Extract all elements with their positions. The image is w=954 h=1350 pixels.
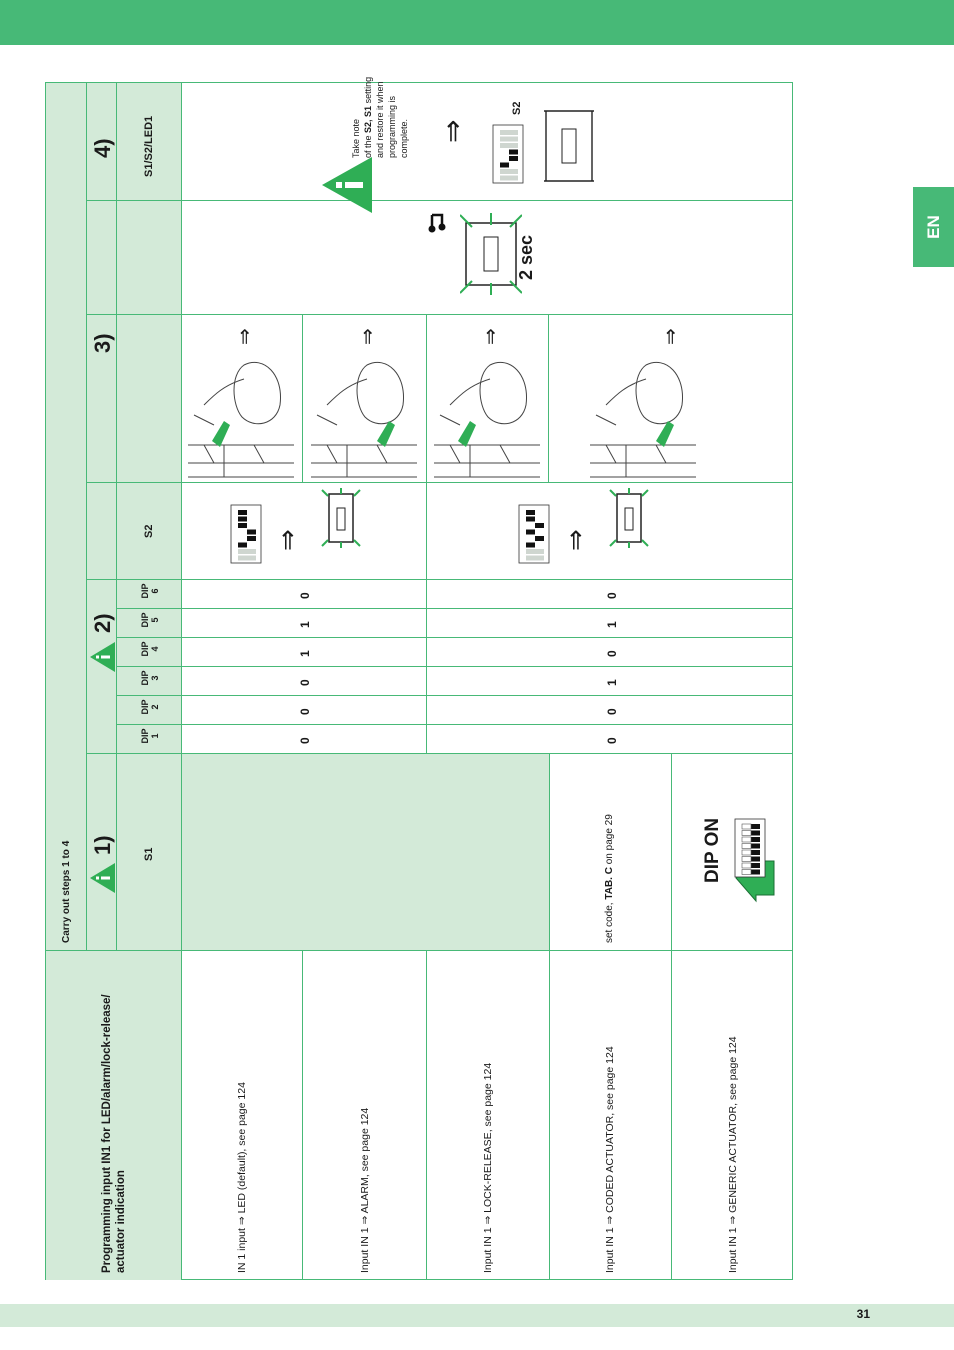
row-label-generic-actuator: Input IN 1 ⇒ GENERIC ACTUATOR, see page … [727,1036,739,1273]
step-3-label: 3) [90,333,115,353]
page-title-line2: actuator indication [115,1170,127,1273]
step3-arrow-2-icon: ⇒ [357,328,379,345]
dip-b-3: 1 [605,679,619,686]
s2-switch-restore [492,124,524,184]
header-band [46,83,181,1280]
led-blink-icon-b [609,488,649,548]
hand-press-illustration-3 [434,362,540,478]
step-2-label: 2) [90,613,115,633]
page-number: 31 [856,1307,870,1321]
dip-b-2: 0 [605,708,619,715]
row-label-led: IN 1 input ⇒ LED (default), see page 124 [236,1082,248,1273]
language-label: EN [923,215,943,239]
note-warning-icon [322,157,372,213]
dip-switch-all-on [734,818,766,878]
column-header-s1: S1 [143,847,155,861]
step4-s2-label: S2 [511,101,523,115]
step2-arrow-a-icon: ⇒ [272,529,302,551]
beep-icon [428,213,446,233]
programming-table: Carry out steps 1 to 4 Programming input… [45,77,793,1280]
row-label-alarm: Input IN 1 ⇒ ALARM, see page 124 [359,1107,371,1273]
dip-b-4: 0 [605,650,619,657]
dip-a-5: 1 [298,621,312,628]
row-label-coded-actuator: Input IN 1 ⇒ CODED ACTUATOR, see page 12… [604,1046,616,1273]
step-1-warning-icon [90,863,115,893]
hand-press-illustration-4 [590,362,696,478]
hand-press-illustration-1 [188,362,294,478]
dip-b-1: 0 [605,737,619,744]
s1-shaded-area [181,754,549,950]
column-header-s1s2led1: S1/S2/LED1 [143,115,155,177]
instruction-text: Carry out steps 1 to 4 [61,840,72,943]
bottom-bar [0,1304,954,1327]
dip-a-2: 0 [298,708,312,715]
column-header-s2: S2 [143,524,155,538]
dip-b-5: 1 [605,621,619,628]
dip-b-6: 0 [605,592,619,599]
dip-a-4: 1 [298,650,312,657]
step-2-warning-icon [90,642,115,672]
s2-switch-setting-b [518,504,550,564]
step4-led-bracket [544,110,594,182]
led-on-icon [460,213,522,295]
dip-a-3: 0 [298,679,312,686]
top-bar [0,0,954,45]
led-blink-icon-a [321,488,361,548]
s1-set-code-text: set code, TAB. C on page 29 [604,814,615,943]
dip-a-6: 0 [298,592,312,599]
step-1-label: 1) [90,835,115,855]
row-label-lock-release: Input IN 1 ⇒ LOCK-RELEASE, see page 124 [482,1062,494,1273]
page-title-line1: Programming input IN1 for LED/alarm/lock… [101,994,113,1273]
step3-arrow-4-icon: ⇒ [660,328,682,345]
s2-switch-setting-a [230,504,262,564]
step2-arrow-b-icon: ⇒ [560,529,590,551]
dip-on-label: DIP ON [702,817,723,883]
step3-arrow-1-icon: ⇒ [234,328,256,345]
hand-press-illustration-2 [311,362,417,478]
step3-arrow-3-icon: ⇒ [480,328,502,345]
note-text: Take note of the S2, S1 setting and rest… [351,76,409,158]
step-4-label: 4) [90,138,115,158]
page-title: Programming input IN1 for LED/alarm/lock… [100,994,128,1273]
language-tab: EN [913,187,954,267]
hold-time-label: 2 sec [516,234,536,280]
step4-arrow-icon: ⇒ [437,119,468,143]
dip-a-1: 0 [298,737,312,744]
